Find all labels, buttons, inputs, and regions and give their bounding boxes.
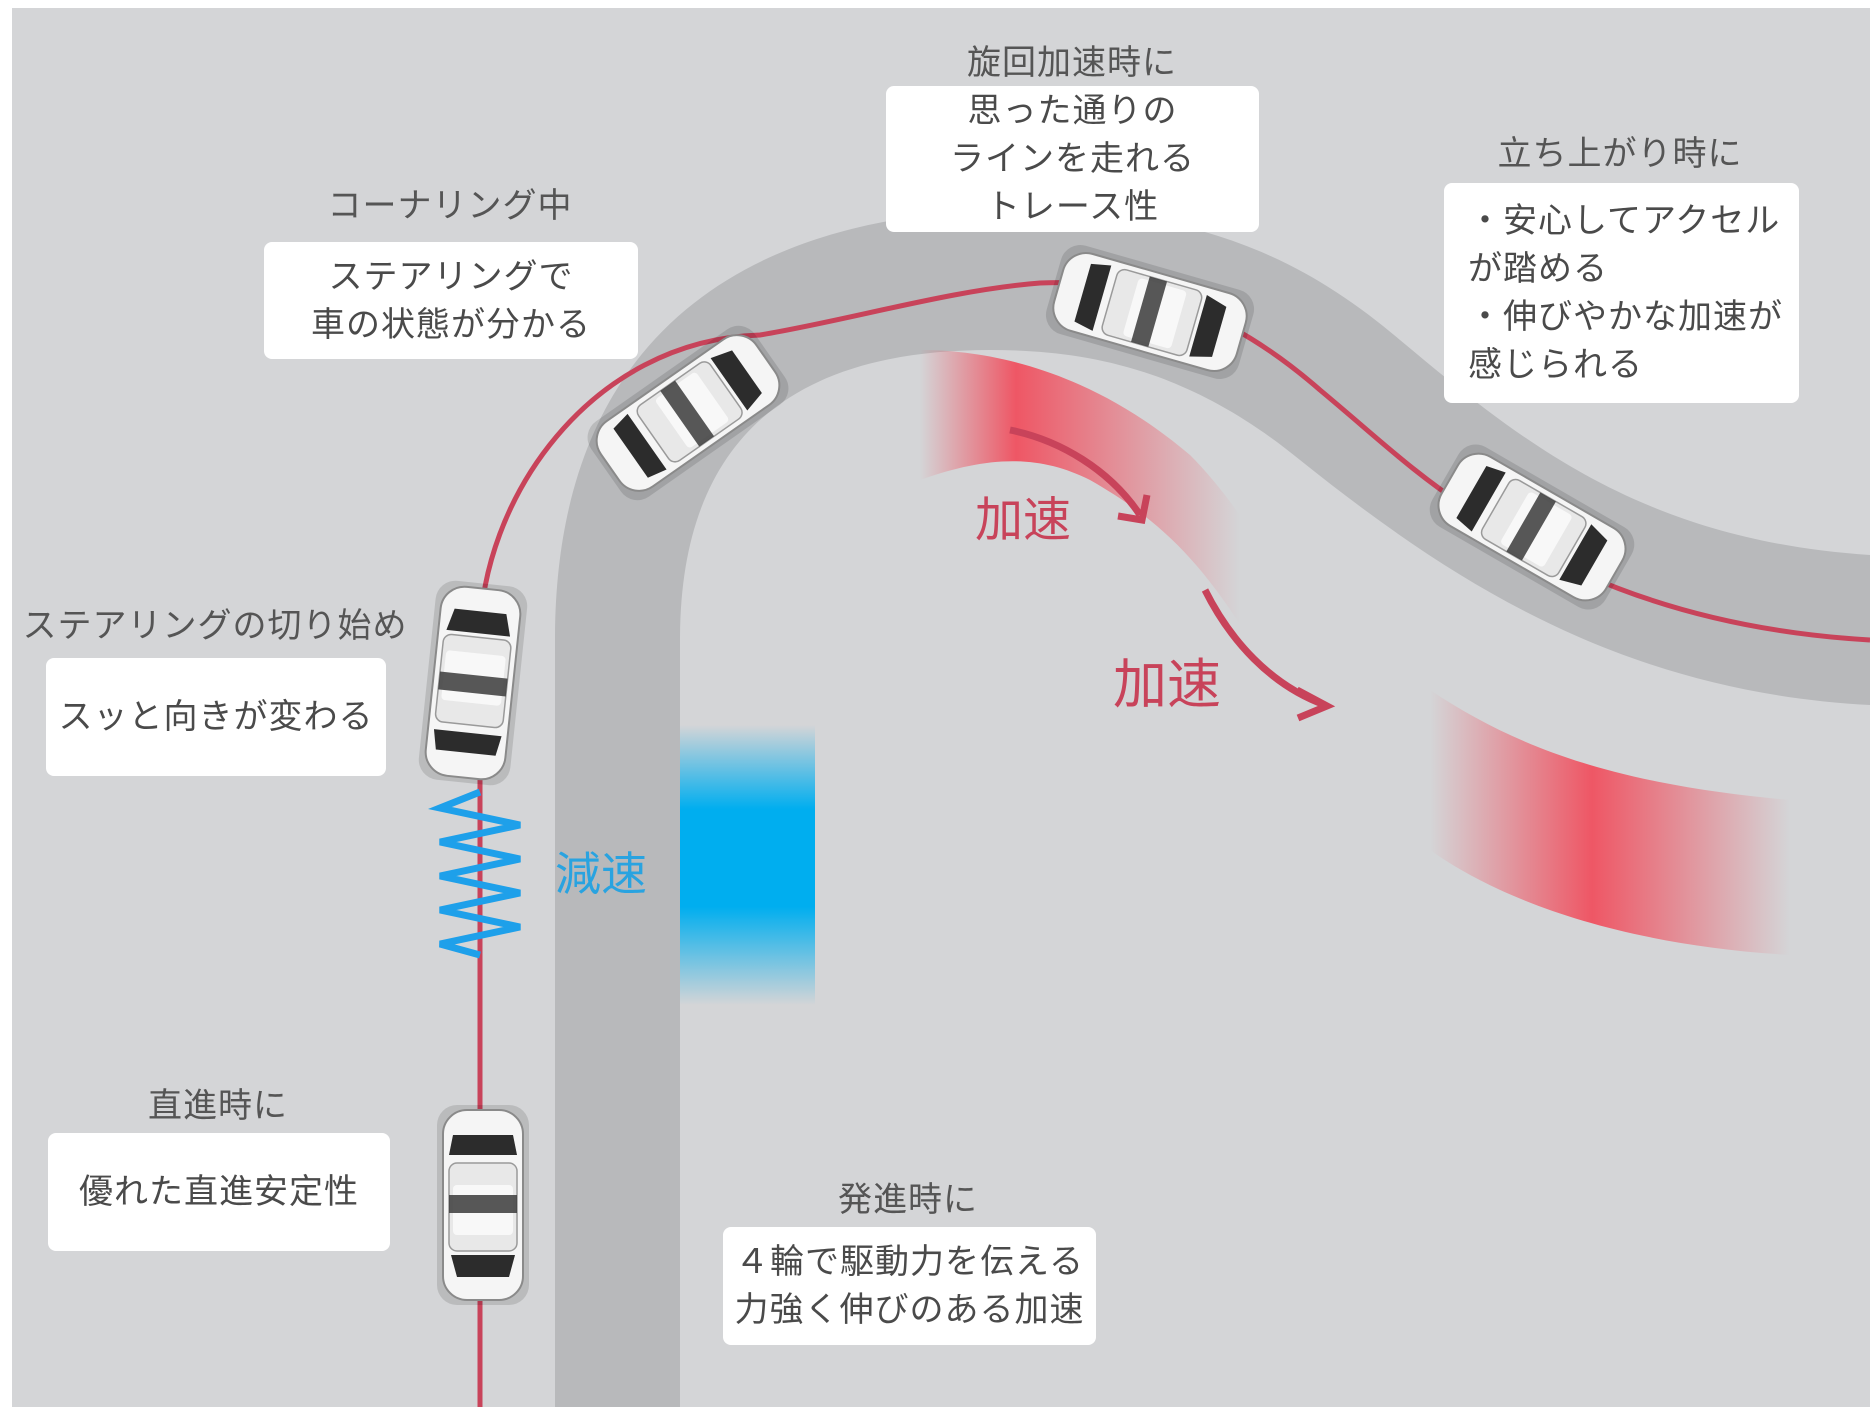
heading-start: 発進時に	[838, 1180, 978, 1220]
car-icon	[1045, 244, 1255, 380]
accel-zone-1	[920, 350, 1250, 640]
box-start: ４輪で駆動力を伝える 力強く伸びのある加速	[723, 1227, 1096, 1345]
box-cornering: ステアリングで 車の状態が分かる	[264, 242, 638, 359]
box-turn-accel-line-3: トレース性	[985, 187, 1160, 227]
heading-straight: 直進時に	[148, 1086, 288, 1126]
car-icon	[587, 325, 789, 501]
box-exit: ・安心してアクセル が踏める ・伸びやかな加速が 感じられる	[1444, 183, 1799, 403]
decel-zone	[680, 725, 815, 1005]
box-exit-line-4: 感じられる	[1468, 345, 1643, 385]
box-exit-line-2: が踏める	[1468, 249, 1608, 289]
heading-turn-accel: 旋回加速時に	[967, 43, 1177, 83]
box-turn-accel-line-1: 思った通りの	[967, 91, 1178, 131]
box-straight-line-1: 優れた直進安定性	[79, 1172, 359, 1212]
box-cornering-line-1: ステアリングで	[328, 256, 574, 297]
box-exit-line-3: ・伸びやかな加速が	[1468, 297, 1783, 337]
accel-zone-2	[1430, 690, 1790, 955]
box-exit-line-1: ・安心してアクセル	[1468, 201, 1781, 241]
heading-cornering: コーナリング中	[327, 186, 573, 226]
box-start-line-2: 力強く伸びのある加速	[734, 1290, 1085, 1330]
zigzag-icon	[428, 788, 521, 959]
label-decel: 減速	[555, 847, 647, 901]
box-turn-accel-line-2: ラインを走れる	[950, 139, 1195, 179]
car-icon	[418, 580, 528, 786]
box-cornering-line-2: 車の状態が分かる	[311, 304, 591, 345]
arrow-icon	[1009, 426, 1151, 525]
arrow-icon	[1201, 588, 1336, 722]
box-straight: 優れた直進安定性	[48, 1133, 390, 1251]
car-icon	[1429, 444, 1635, 610]
box-turn-in: スッと向きが変わる	[46, 658, 386, 776]
box-turn-accel: 思った通りの ラインを走れる トレース性	[886, 86, 1259, 232]
heading-exit: 立ち上がり時に	[1497, 134, 1743, 174]
car-icon	[437, 1105, 529, 1305]
heading-turn-in: ステアリングの切り始め	[22, 606, 408, 646]
box-turn-in-line-1: スッと向きが変わる	[58, 697, 374, 737]
label-accel-1: 加速	[975, 492, 1072, 548]
box-start-line-1: ４輪で駆動力を伝える	[735, 1242, 1084, 1282]
label-accel-2: 加速	[1113, 653, 1221, 716]
